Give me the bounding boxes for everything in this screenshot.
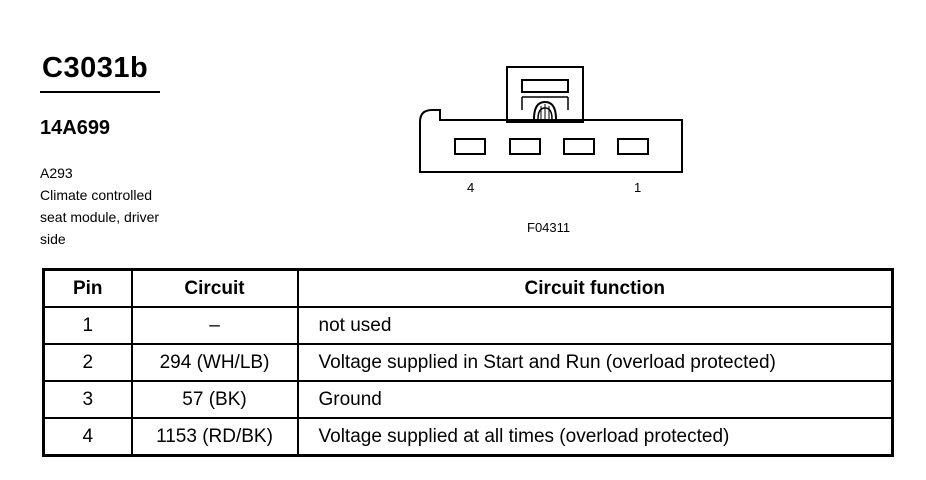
header-circuit: Circuit <box>130 268 299 308</box>
table-row: 2 294 (WH/LB) Voltage supplied in Start … <box>42 343 894 382</box>
figure-id: F04311 <box>527 220 571 235</box>
circuit-cell: 57 (BK) <box>130 380 299 419</box>
connector-body <box>419 109 683 173</box>
function-cell: Voltage supplied at all times (overload … <box>296 417 894 457</box>
title-underline <box>40 91 160 93</box>
pin-cell: 4 <box>42 417 133 457</box>
pin-cavity <box>563 138 595 155</box>
table-header-row: Pin Circuit Circuit function <box>42 268 894 308</box>
circuit-cell: 1153 (RD/BK) <box>130 417 299 457</box>
connector-face-diagram <box>419 66 683 173</box>
description-line: Climate controlled <box>40 187 153 203</box>
header-pin: Pin <box>42 268 133 308</box>
description-line: seat module, driver <box>40 209 160 225</box>
circuit-cell: – <box>130 306 299 345</box>
function-cell: not used <box>296 306 894 345</box>
locking-tab <box>506 66 584 123</box>
pinout-table: Pin Circuit Circuit function 1 – not use… <box>42 268 894 457</box>
function-cell: Ground <box>296 380 894 419</box>
pin-cavity <box>509 138 541 155</box>
pin-cell: 3 <box>42 380 133 419</box>
pin-cell: 1 <box>42 306 133 345</box>
pin-cavity <box>617 138 649 155</box>
connector-id: C3031b <box>42 52 149 84</box>
pin-number-label-left: 4 <box>467 180 475 195</box>
pin-cell: 2 <box>42 343 133 382</box>
pin-cavity <box>454 138 486 155</box>
header-circuit-function: Circuit function <box>296 268 894 308</box>
table-row: 3 57 (BK) Ground <box>42 380 894 419</box>
pin-number-label-right: 1 <box>634 180 642 195</box>
connector-description: A293 Climate controlled seat module, dri… <box>40 162 210 250</box>
part-number: 14A699 <box>40 117 111 139</box>
function-cell: Voltage supplied in Start and Run (overl… <box>296 343 894 382</box>
circuit-cell: 294 (WH/LB) <box>130 343 299 382</box>
table-row: 1 – not used <box>42 306 894 345</box>
table-row: 4 1153 (RD/BK) Voltage supplied at all t… <box>42 417 894 457</box>
description-line: side <box>40 231 66 247</box>
description-line: A293 <box>40 165 73 181</box>
